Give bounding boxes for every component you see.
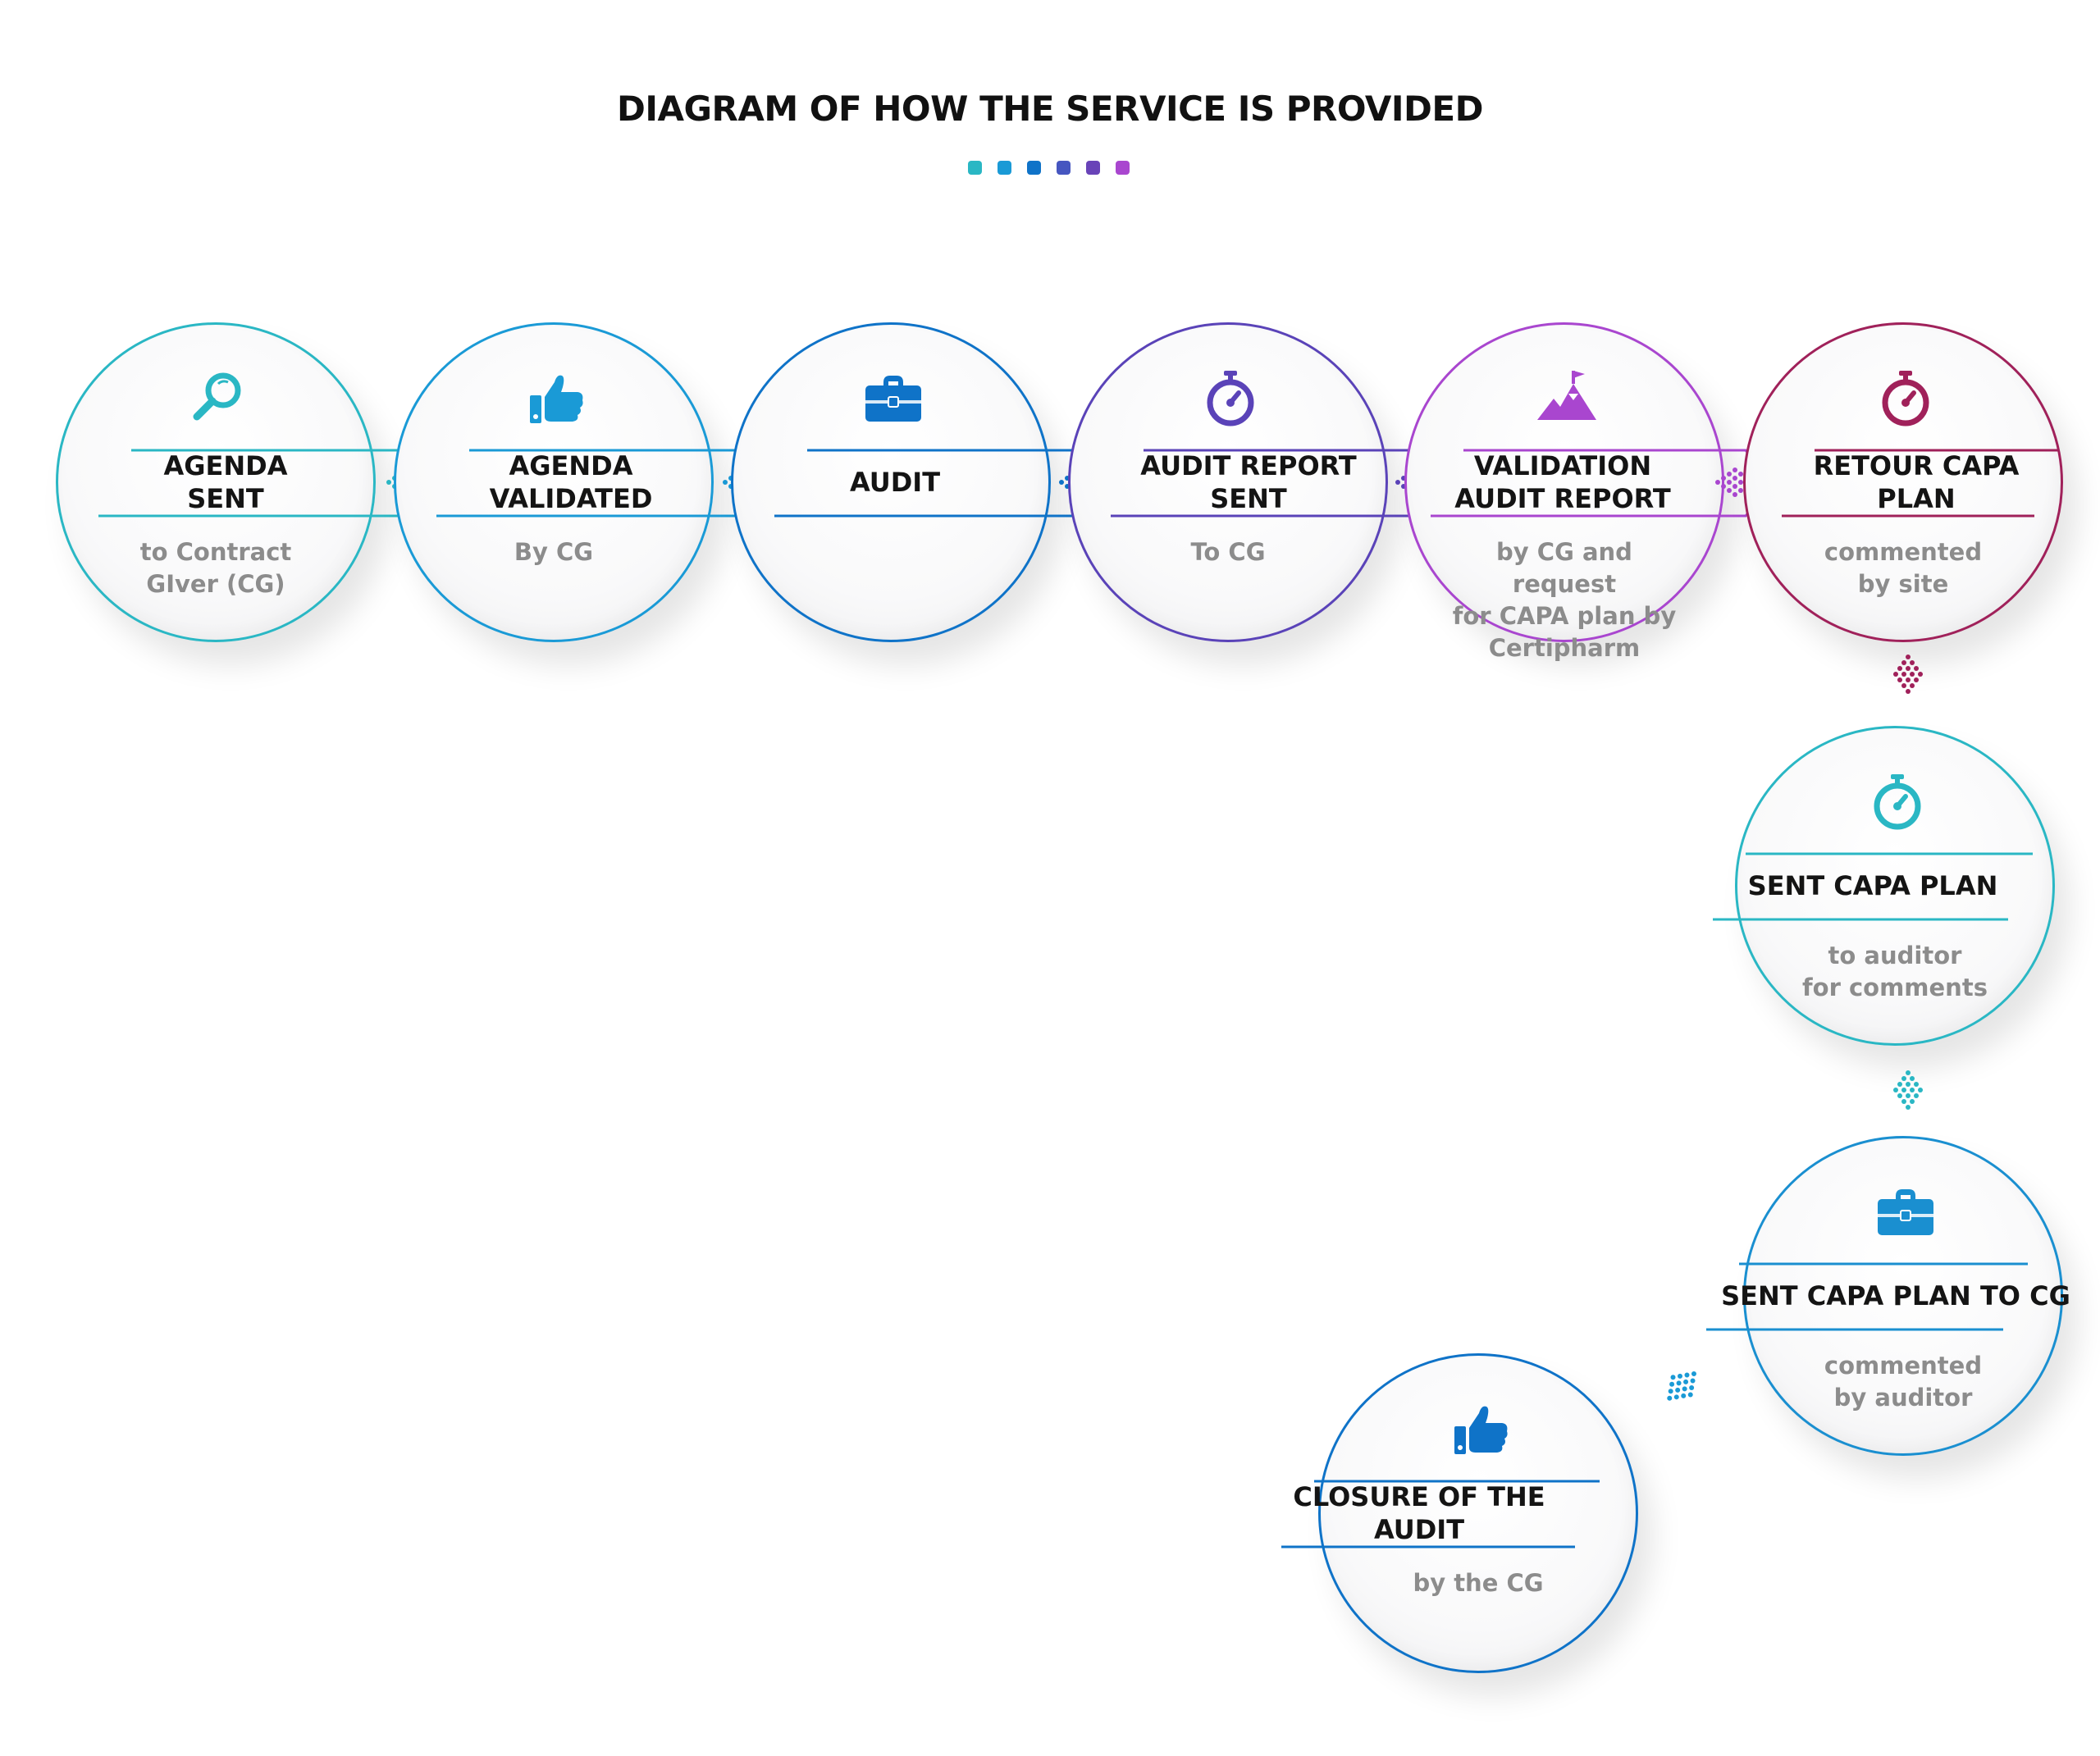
step-title: RETOUR CAPA PLAN [1813,450,2020,514]
title-dot [1116,161,1130,175]
thumbs-up-icon [523,366,589,431]
step-description: To CG [1190,538,1266,566]
step-label-band: AGENDA SENT [98,449,445,518]
step-circle: By CG [394,322,714,642]
title-dot [1027,161,1041,175]
stopwatch-icon [1873,366,1938,431]
step-label-band: AGENDA VALIDATED [436,449,781,518]
step-label-band: CLOSURE OF THE AUDIT [1281,1480,1600,1548]
step-circle [731,322,1051,642]
step-description: by the CG [1413,1569,1544,1597]
step-title: AUDIT REPORT SENT [1140,450,1357,514]
title-dot [998,161,1011,175]
briefcase-icon [1873,1179,1938,1245]
step-circle: by the CG [1318,1353,1638,1673]
step-title: VALIDATION AUDIT REPORT [1454,450,1671,514]
step-circle: To CG [1068,322,1388,642]
connector-chevron-icon [1885,652,1931,705]
step-title: AUDIT [849,467,941,498]
step-title: SENT CAPA PLAN TO CG [1721,1280,2070,1311]
step-label-band: VALIDATION AUDIT REPORT [1431,449,1774,518]
step-title: AGENDA SENT [163,450,288,514]
step-description: By CG [514,538,594,566]
thumbs-up-icon [1448,1397,1513,1462]
title-dot [968,161,982,175]
connector-chevron-icon [1657,1363,1703,1416]
step-title: AGENDA VALIDATED [489,450,653,514]
page-title: DIAGRAM OF HOW THE SERVICE IS PROVIDED [617,89,1483,129]
step-title: CLOSURE OF THE AUDIT [1293,1481,1545,1545]
step-label-band: SENT CAPA PLAN [1713,852,2033,921]
connector-chevron-icon [1885,1068,1931,1120]
step-label-band: RETOUR CAPA PLAN [1782,449,2059,518]
stopwatch-icon [1198,366,1263,431]
step-label-band: SENT CAPA PLAN TO CG [1706,1262,2070,1331]
mountain-flag-icon [1534,366,1600,431]
briefcase-icon [861,366,926,431]
step-title: SENT CAPA PLAN [1747,870,1998,901]
search-icon [185,366,251,431]
title-dot [1057,161,1071,175]
title-dot [1086,161,1100,175]
stopwatch-icon [1865,769,1930,835]
